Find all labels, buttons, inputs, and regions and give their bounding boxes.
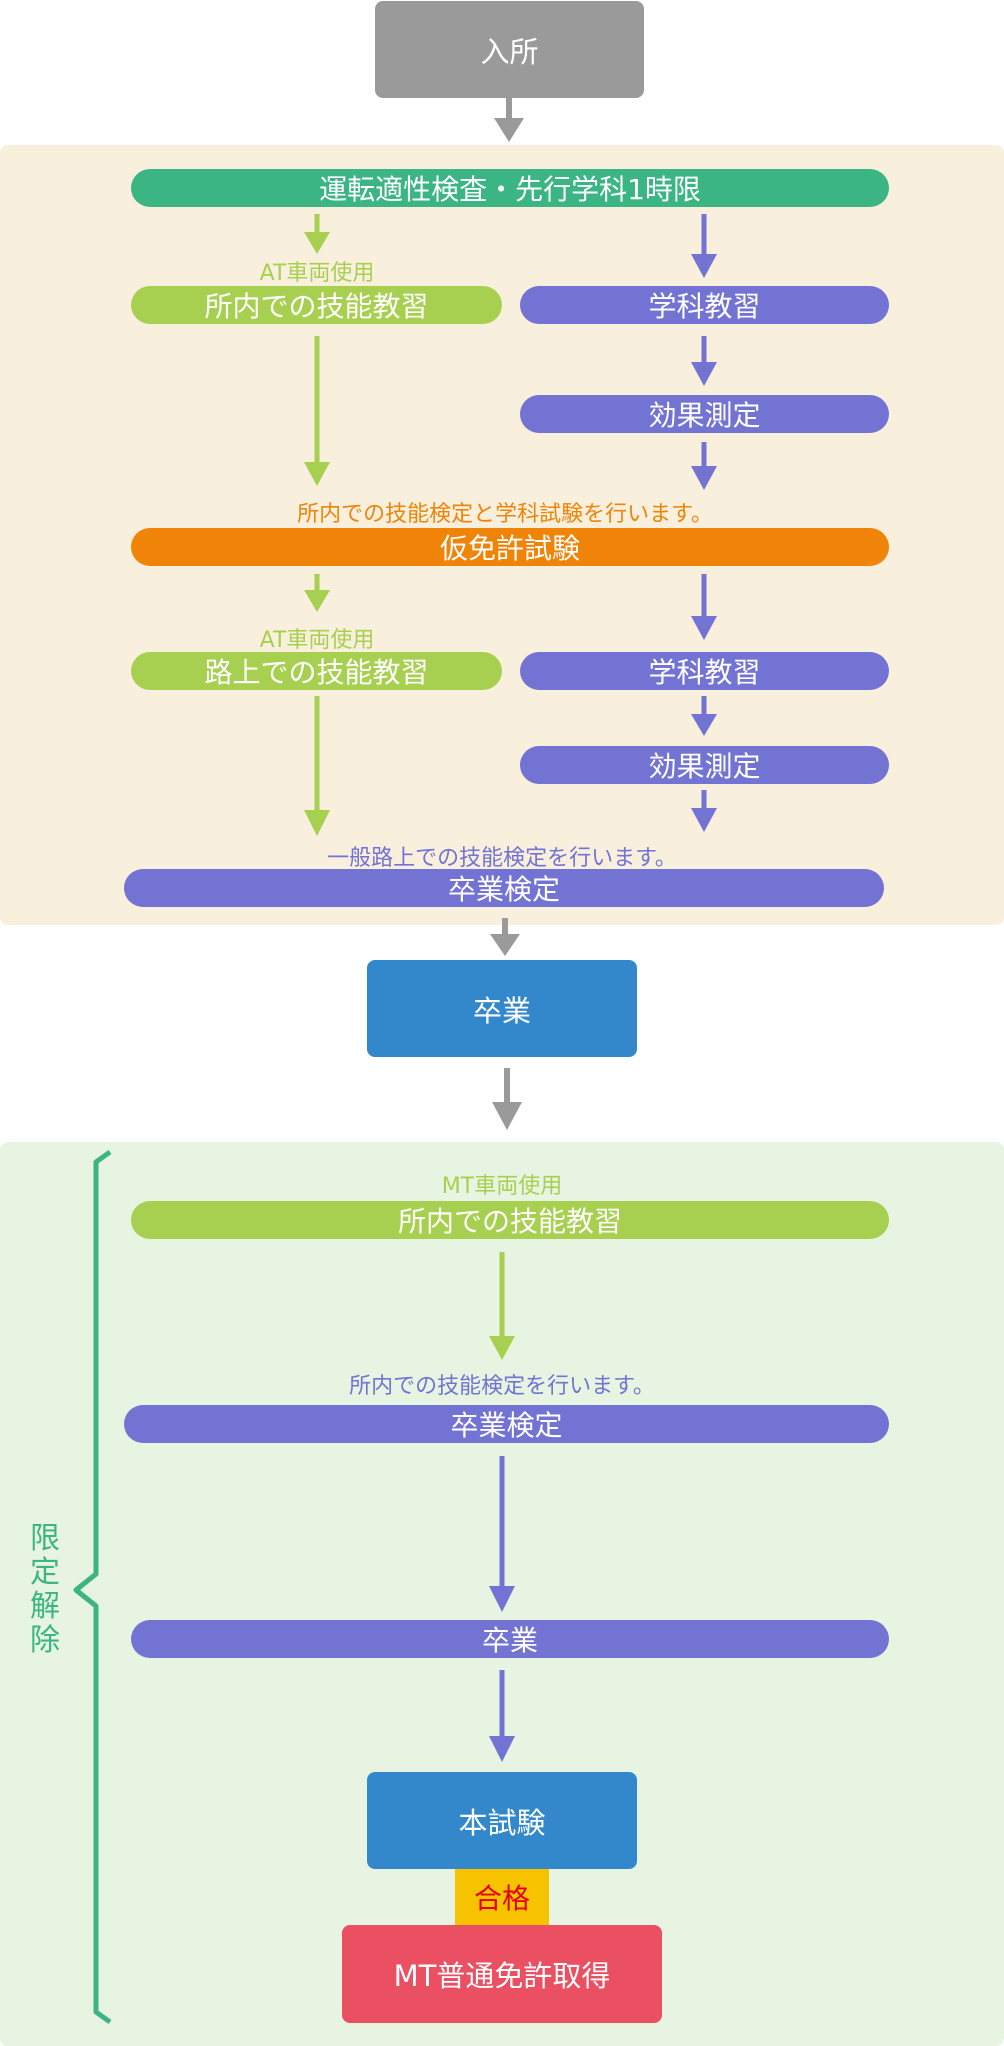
at-vehicle-note-1: AT車両使用 <box>259 261 375 286</box>
mt-vehicle-note: MT車両使用 <box>441 1174 563 1199</box>
graduation-pill: 卒業 <box>131 1620 889 1658</box>
effect-measurement-pill-2: 効果測定 <box>520 746 889 784</box>
main-exam-box: 本試験 <box>367 1772 637 1869</box>
pass-badge: 合格 <box>455 1869 549 1925</box>
admission-box: 入所 <box>375 1 644 98</box>
in-course-test-note: 所内での技能検定を行います。 <box>349 1374 655 1399</box>
limit-release-label: 限定解除 <box>30 1521 60 1658</box>
on-road-practice-pill: 路上での技能教習 <box>131 652 502 690</box>
road-test-note: 一般路上での技能検定を行います。 <box>327 846 677 871</box>
aptitude-test-pill: 運転適性検査・先行学科1時限 <box>131 169 889 207</box>
academic-arrows <box>489 214 717 1762</box>
provisional-license-exam-pill: 仮免許試験 <box>131 528 889 566</box>
mt-in-course-practice-pill: 所内での技能教習 <box>131 1201 889 1239</box>
academic-lesson-pill-1: 学科教習 <box>520 286 889 324</box>
graduation-box: 卒業 <box>367 960 637 1057</box>
graduation-exam-pill-2: 卒業検定 <box>124 1405 889 1443</box>
limit-release-bracket <box>73 1149 112 2025</box>
gray-arrows <box>490 98 524 1130</box>
practical-arrows <box>304 214 515 1360</box>
at-vehicle-note-2: AT車両使用 <box>259 628 375 653</box>
in-course-practice-pill: 所内での技能教習 <box>131 286 502 324</box>
graduation-exam-pill-1: 卒業検定 <box>124 869 884 907</box>
mt-license-box: MT普通免許取得 <box>342 1925 662 2023</box>
provisional-exam-note: 所内での技能検定と学科試験を行います。 <box>297 502 713 527</box>
academic-lesson-pill-2: 学科教習 <box>520 652 889 690</box>
effect-measurement-pill-1: 効果測定 <box>520 395 889 433</box>
